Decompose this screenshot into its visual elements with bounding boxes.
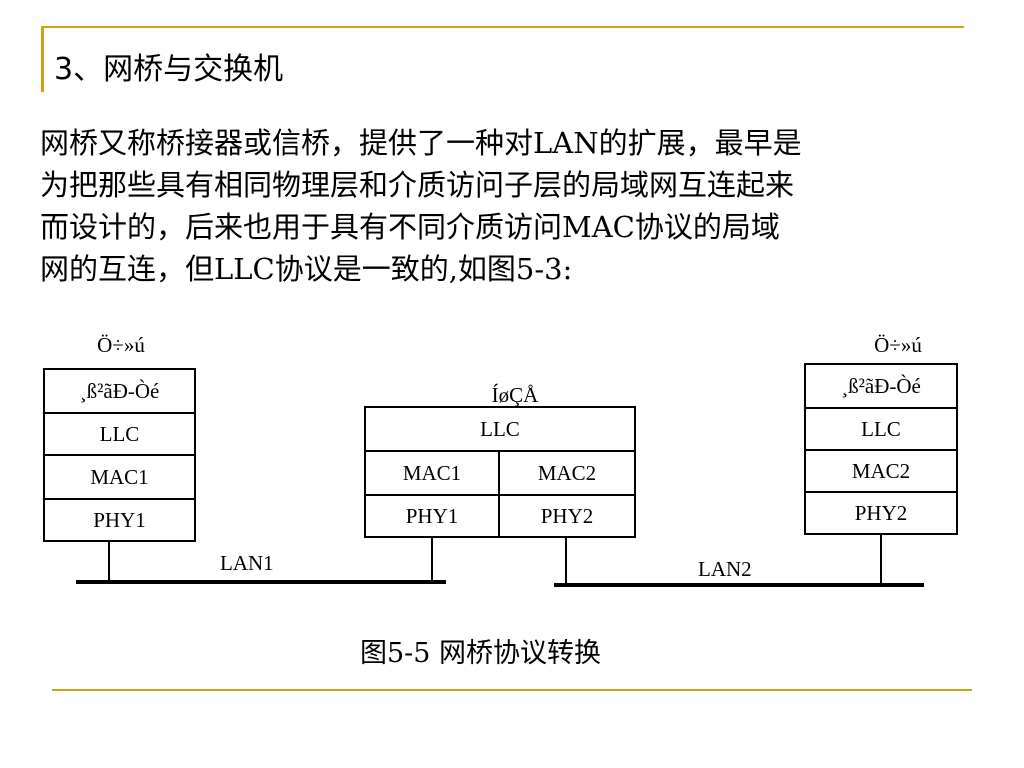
- left-host-mac-layer: MAC1: [45, 456, 194, 500]
- bridge-mac2-layer: MAC2: [500, 452, 634, 496]
- bridge-label: ÍøÇÅ: [491, 383, 539, 407]
- right-host-label: Ö÷»ú: [874, 333, 922, 357]
- bridge-lan1-drop-line: [431, 538, 433, 580]
- right-host-stack: ¸ß²ãÐ-Òé LLC MAC2 PHY2: [804, 363, 958, 535]
- left-host-upper-layer: ¸ß²ãÐ-Òé: [45, 370, 194, 414]
- left-host-stack: ¸ß²ãÐ-Òé LLC MAC1 PHY1: [43, 368, 196, 542]
- body-line: 而设计的，后来也用于具有不同介质访问MAC协议的局域: [40, 210, 780, 244]
- right-host-phy-layer: PHY2: [854, 500, 908, 525]
- lan1-segment: [76, 580, 446, 584]
- bridge-stack: LLC MAC1 MAC2 PHY1 PHY2: [364, 406, 636, 538]
- figure-caption: 图5-5 网桥协议转换: [360, 638, 602, 669]
- lan2-label: LAN2: [698, 557, 752, 581]
- right-host-llc-layer: LLC: [806, 409, 956, 451]
- right-host-mac-layer: MAC2: [806, 451, 956, 493]
- bridge-llc-layer: LLC: [366, 408, 634, 452]
- bottom-accent-rule: [52, 689, 972, 691]
- body-line: 网桥又称桥接器或信桥，提供了一种对LAN的扩展，最早是: [40, 126, 802, 160]
- right-host-drop-line: [880, 535, 882, 583]
- left-host-label: Ö÷»ú: [97, 333, 145, 357]
- left-host-drop-line: [108, 542, 110, 580]
- slide-title: 3、网桥与交换机: [54, 52, 284, 87]
- bridge-phy1-layer: PHY1: [366, 496, 500, 536]
- body-line: 网的互连，但LLC协议是一致的,如图5-3:: [40, 252, 573, 286]
- lan2-segment: [554, 583, 924, 587]
- top-accent-rule: [41, 26, 964, 28]
- bridge-mac1-layer: MAC1: [366, 452, 500, 496]
- left-host-phy-layer: PHY1: [93, 507, 146, 532]
- title-accent-bar: [41, 26, 44, 92]
- left-host-llc-layer: LLC: [45, 414, 194, 456]
- right-host-upper-layer: ¸ß²ãÐ-Òé: [806, 365, 956, 409]
- bridge-lan2-drop-line: [565, 538, 567, 583]
- body-paragraph: 网桥又称桥接器或信桥，提供了一种对LAN的扩展，最早是 为把那些具有相同物理层和…: [40, 122, 940, 290]
- lan1-label: LAN1: [220, 551, 274, 575]
- bridge-phy2-layer: PHY2: [540, 503, 594, 528]
- body-line: 为把那些具有相同物理层和介质访问子层的局域网互连起来: [40, 168, 795, 202]
